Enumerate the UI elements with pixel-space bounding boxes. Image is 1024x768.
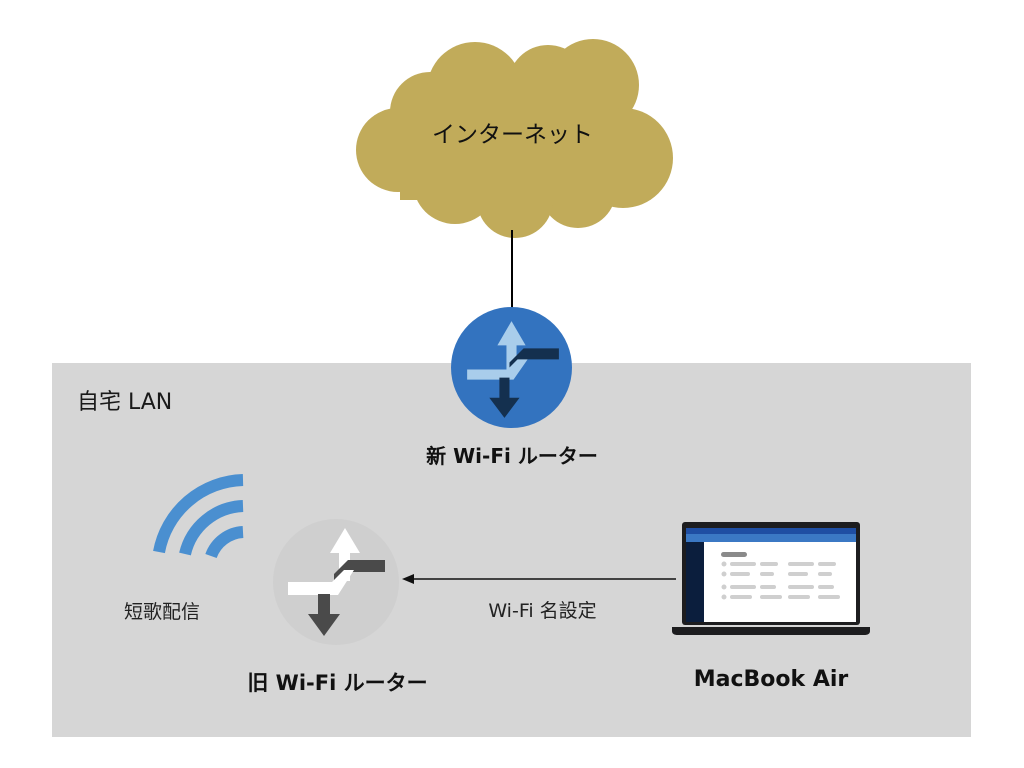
wifi-signal-icon: [153, 474, 244, 559]
config-arrow-label: Wi-Fi 名設定: [488, 600, 597, 622]
old-router-label: 旧 Wi-Fi ルーター: [247, 671, 428, 695]
laptop-label: MacBook Air: [693, 667, 849, 692]
internet-label: インターネット: [432, 122, 593, 148]
new-router-label: 新 Wi-Fi ルーター: [426, 444, 598, 468]
config-arrow: [402, 574, 676, 584]
old-router-icon[interactable]: [272, 518, 400, 646]
laptop-icon[interactable]: [672, 522, 870, 638]
new-router-icon[interactable]: [451, 307, 572, 428]
lan-label: 自宅 LAN: [77, 390, 173, 415]
arrowhead-icon: [402, 574, 414, 584]
cloud-icon: [356, 39, 673, 238]
internet-uplink-line: [511, 230, 513, 310]
broadcast-label: 短歌配信: [124, 601, 201, 623]
